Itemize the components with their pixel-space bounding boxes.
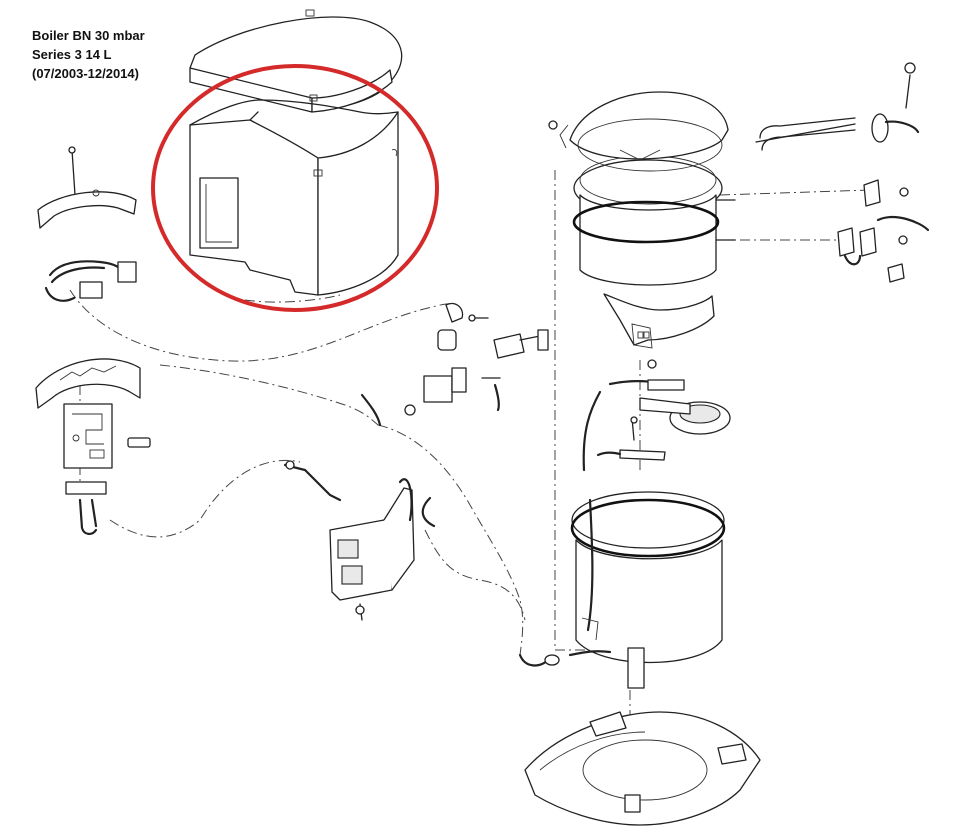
highlight-circle bbox=[151, 64, 439, 312]
control-board bbox=[63, 403, 113, 469]
outer-casing bbox=[189, 99, 399, 296]
heating-element bbox=[755, 62, 920, 151]
wiring-harness bbox=[44, 260, 137, 302]
ignition-electrode bbox=[596, 416, 666, 461]
title-line-1: Boiler BN 30 mbar bbox=[32, 28, 145, 43]
tank-lid bbox=[548, 91, 736, 286]
control-board-holder bbox=[35, 358, 141, 409]
burner bbox=[582, 359, 731, 472]
ignition-assembly bbox=[468, 314, 549, 412]
combustion-chamber bbox=[568, 491, 726, 689]
title-line-3: (07/2003-12/2014) bbox=[32, 66, 139, 81]
sensor-cable bbox=[283, 393, 382, 502]
overheat-sensor bbox=[404, 302, 467, 416]
cover-lid bbox=[189, 9, 403, 113]
sensor-probe bbox=[518, 653, 560, 667]
title-line-2: Series 3 14 L bbox=[32, 47, 112, 62]
burner-bracket bbox=[603, 293, 715, 349]
diagram-title: Boiler BN 30 mbar Series 3 14 L (07/2003… bbox=[32, 26, 145, 83]
terminal-connector bbox=[65, 481, 107, 535]
fuse bbox=[127, 437, 151, 448]
mounting-screw bbox=[68, 146, 76, 196]
gas-valve bbox=[329, 478, 436, 621]
base-plate bbox=[524, 711, 761, 826]
thermostat-brackets bbox=[837, 179, 930, 283]
mounting-bracket bbox=[37, 189, 137, 229]
